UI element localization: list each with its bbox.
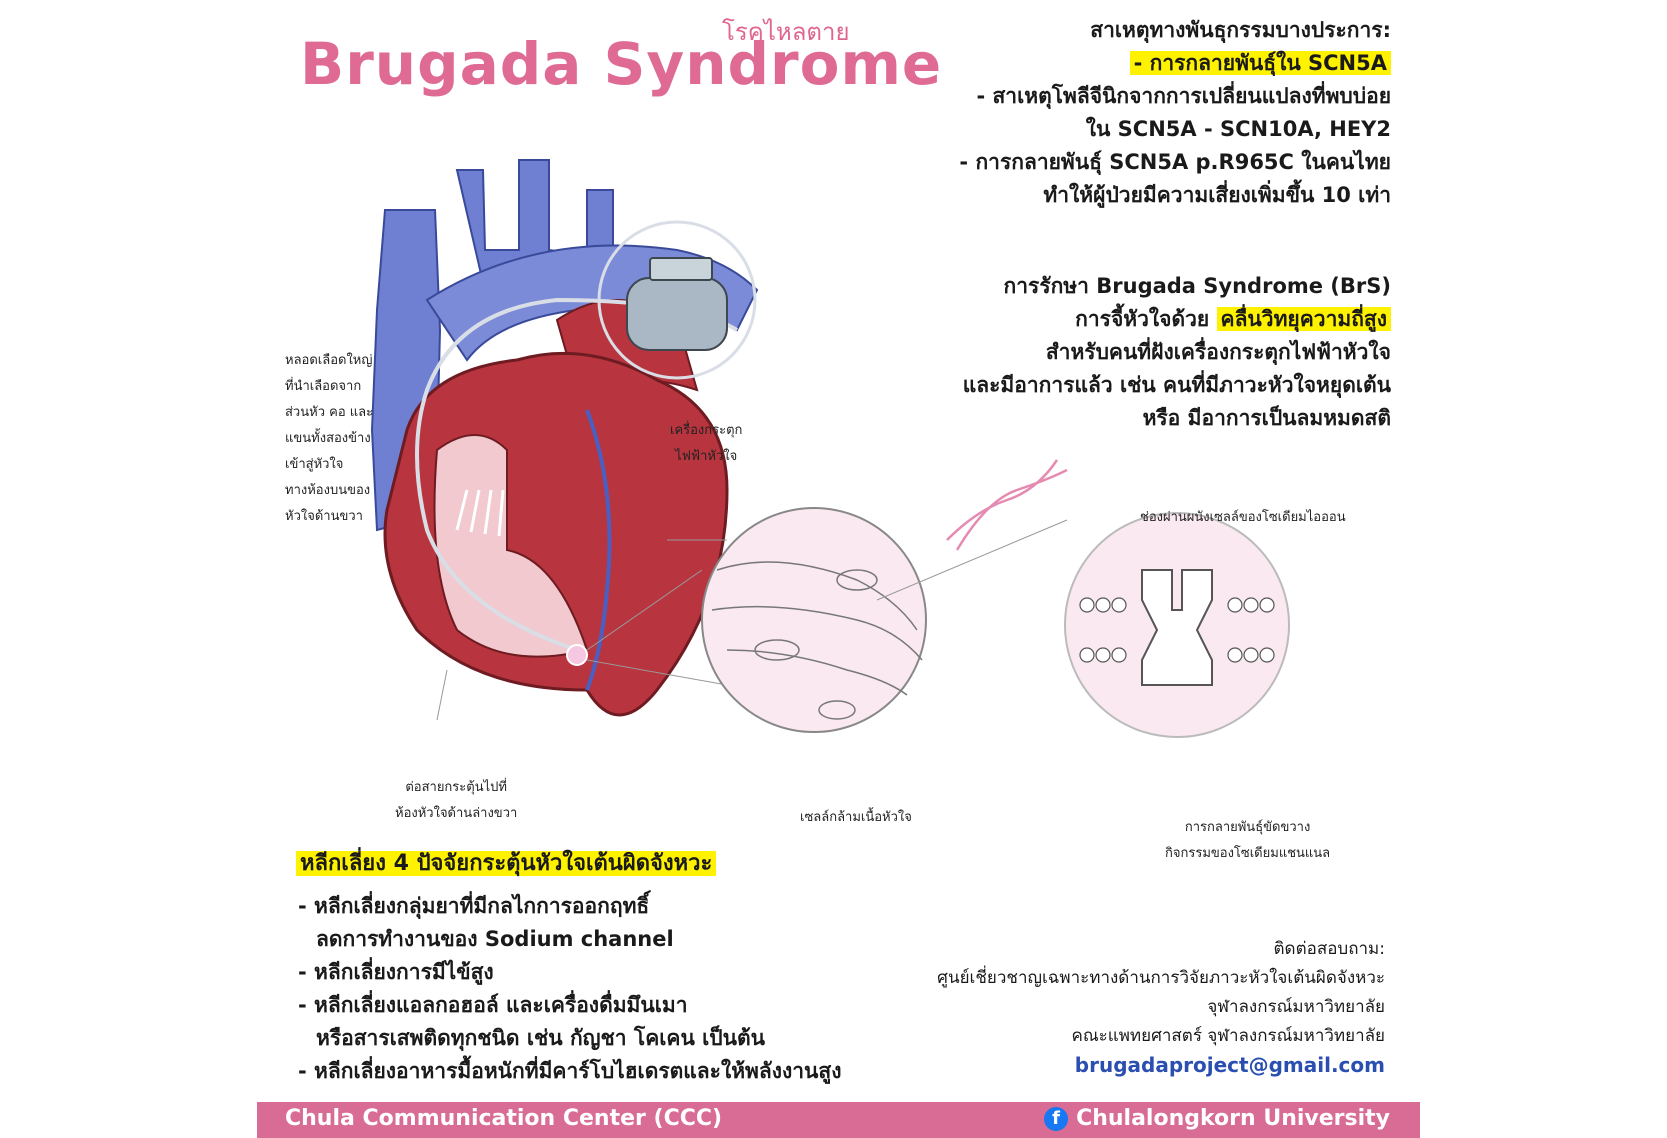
treatment-line-2: สำหรับคนที่ฝังเครื่องกระตุกไฟฟ้าหัวใจ	[1045, 340, 1391, 364]
muscle-cell-circle	[701, 507, 927, 733]
leader-lead	[436, 669, 448, 721]
avoid-item: หรือสารเสพติดทุกชนิด เช่น กัญชา โคเคน เป…	[316, 1026, 765, 1050]
treatment-line-3: และมีอาการแล้ว เช่น คนที่มีภาวะหัวใจหยุด…	[962, 373, 1391, 397]
membrane-bilayer	[1079, 597, 1275, 663]
genetics-line-5: ทำให้ผู้ป่วยมีความเสี่ยงเพิ่มขึ้น 10 เท่…	[1043, 183, 1391, 207]
pacemaker-device	[626, 277, 728, 351]
contact-email-link[interactable]: brugadaproject@gmail.com	[1074, 1053, 1385, 1077]
avoid-item: - หลีกเลี่ยงอาหารมื้อหนักที่มีคาร์โบไฮเด…	[298, 1059, 842, 1083]
coronary-vessel	[585, 409, 612, 691]
footer-right-text: Chulalongkorn University	[1076, 1106, 1390, 1131]
pacemaker-header	[649, 257, 713, 281]
muscle-cell-detail	[711, 561, 923, 720]
mutation-label: การกลายพันธุ์ขัดขวาง กิจกรรมของโซเดียมแช…	[1165, 820, 1331, 861]
footer-right: f Chulalongkorn University	[1044, 1106, 1390, 1131]
contact-line-2: จุฬาลงกรณ์มหาวิทยาลัย	[1207, 997, 1385, 1017]
leader-cell-1	[586, 569, 703, 651]
avoid-title: หลีกเลี่ยง 4 ปัจจัยกระตุ้นหัวใจเต้นผิดจั…	[296, 845, 717, 880]
leader-channel	[876, 519, 1068, 601]
treatment-line-1-highlight: คลื่นวิทยุความถี่สูง	[1216, 307, 1391, 331]
contact-section: ติดต่อสอบถาม: ศูนย์เชี่ยวชาญเฉพาะทางด้าน…	[937, 935, 1385, 1080]
muscle-cell-label: เซลล์กล้ามเนื้อหัวใจ	[800, 810, 912, 825]
subtitle: โรคไหลตาย	[722, 18, 850, 46]
contact-heading: ติดต่อสอบถาม:	[1273, 939, 1385, 959]
avoid-item: - หลีกเลี่ยงแอลกอฮอล์ และเครื่องดื่มมึนเ…	[298, 993, 688, 1017]
contact-line-1: ศูนย์เชี่ยวชาญเฉพาะทางด้านการวิจัยภาวะหั…	[937, 968, 1385, 988]
contact-line-3: คณะแพทยศาสตร์ จุฬาลงกรณ์มหาวิทยาลัย	[1071, 1026, 1385, 1046]
avoid-item: - หลีกเลี่ยงการมีไข้สูง	[298, 960, 494, 984]
footer-left-text: Chula Communication Center (CCC)	[285, 1106, 723, 1131]
channel-protein	[1141, 569, 1213, 686]
dna-helix	[946, 459, 1068, 551]
genetics-line-3: ใน SCN5A - SCN10A, HEY2	[1085, 117, 1391, 141]
page-title: Brugada Syndrome	[300, 30, 943, 98]
leader-cell-2	[586, 659, 728, 686]
treatment-line-4: หรือ มีอาการเป็นลมหมดสติ	[1142, 406, 1391, 430]
lead-label: ต่อสายกระตุ้นไปที่ ห้องหัวใจด้านล่างขวา	[395, 780, 518, 821]
genetics-line-1: - การกลายพันธุ์ใน SCN5A	[1129, 51, 1391, 75]
sodium-channel-label: ช่องผ่านผนังเซลล์ของโซเดียมไอออน	[1140, 510, 1346, 525]
pacemaker-label: เครื่องกระตุก ไฟฟ้าหัวใจ	[670, 423, 743, 464]
treatment-heading: การรักษา Brugada Syndrome (BrS)	[1003, 274, 1391, 298]
avoid-item: - หลีกเลี่ยงกลุ่มยาที่มีกลไกการออกฤทธิ์	[298, 894, 650, 918]
genetics-line-2: - สาเหตุโพลีจีนิกจากการเปลี่ยนแปลงที่พบบ…	[976, 84, 1391, 108]
genetics-heading: สาเหตุทางพันธุกรรมบางประการ:	[1090, 18, 1391, 42]
genetics-line-4: - การกลายพันธุ์ SCN5A p.R965C ในคนไทย	[959, 150, 1391, 174]
footer-bar: Chula Communication Center (CCC) f Chula…	[257, 1102, 1420, 1138]
avoid-item: ลดการทำงานของ Sodium channel	[316, 927, 674, 951]
valve-strings	[455, 489, 505, 537]
avoid-list: - หลีกเลี่ยงกลุ่มยาที่มีกลไกการออกฤทธิ์ …	[298, 890, 842, 1088]
vein-label: หลอดเลือดใหญ่ ที่นำเลือดจาก ส่วนหัว คอ แ…	[285, 353, 374, 524]
genetics-section: สาเหตุทางพันธุกรรมบางประการ: - การกลายพั…	[959, 14, 1391, 212]
treatment-section: การรักษา Brugada Syndrome (BrS) การจี้หั…	[963, 270, 1391, 435]
treatment-line-1-prefix: การจี้หัวใจด้วย	[1075, 307, 1210, 331]
facebook-icon[interactable]: f	[1044, 1106, 1069, 1131]
pacemaker-circle	[597, 220, 757, 380]
heart-illustration	[370, 159, 1290, 738]
lead-tip	[566, 644, 588, 666]
